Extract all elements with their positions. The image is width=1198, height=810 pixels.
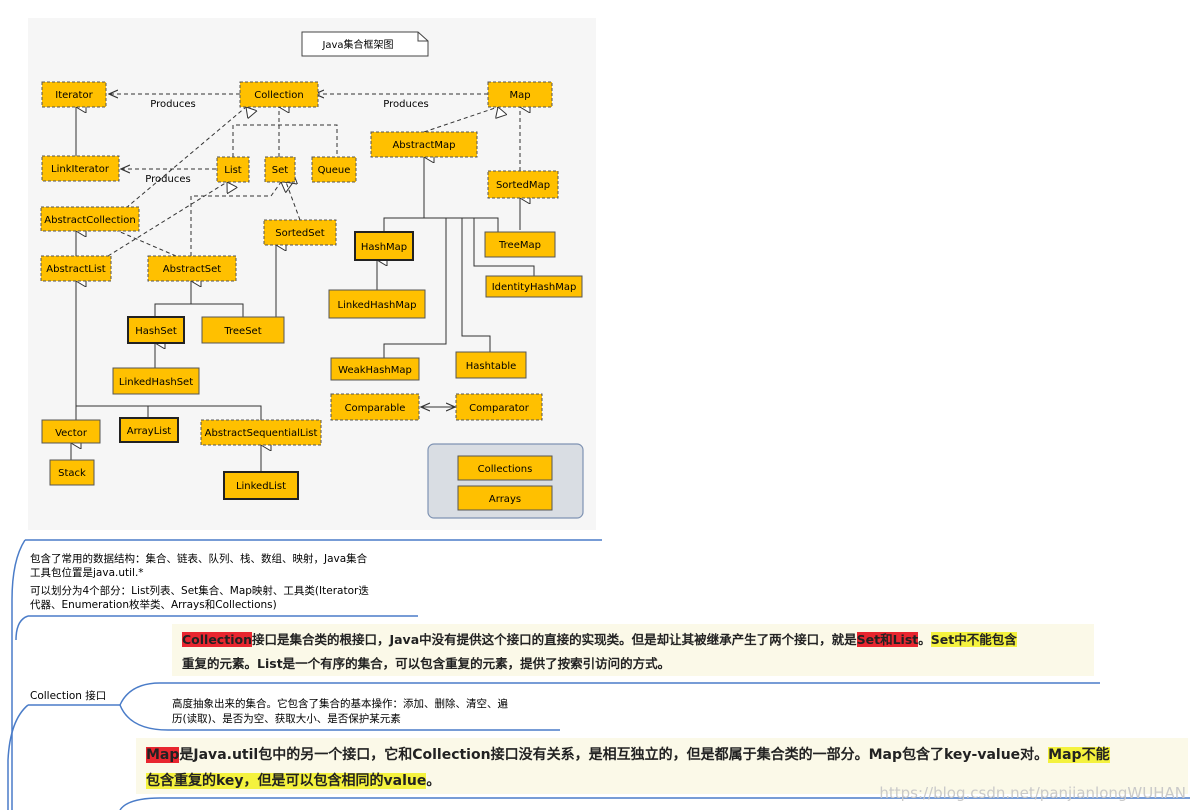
tree-map-box: TreeMap [484, 231, 556, 258]
svg-text:Comparator: Comparator [469, 403, 530, 414]
svg-text:Java集合框架图: Java集合框架图 [321, 38, 393, 51]
collection-interface-label: Collection 接口 [30, 690, 107, 702]
svg-text:Comparable: Comparable [345, 403, 406, 414]
svg-text:SortedMap: SortedMap [496, 180, 550, 191]
diagram-title: Java集合框架图 [301, 31, 429, 57]
produces-label: Produces [145, 174, 190, 185]
svg-text:Vector: Vector [55, 428, 88, 439]
svg-text:SortedSet: SortedSet [275, 228, 324, 239]
overview-line: 可以划分为4个部分：List列表、Set集合、Map映射、工具类(Iterato… [30, 585, 369, 597]
diagram-connectors [71, 94, 535, 472]
vector-box: Vector [41, 419, 101, 444]
abstract-set-box: AbstractSet [147, 255, 237, 282]
queue-box: Queue [311, 156, 357, 183]
comparable-box: Comparable [330, 393, 420, 421]
linked-hash-set-box: LinkedHashSet [112, 367, 200, 395]
svg-text:LinkedHashMap: LinkedHashMap [338, 300, 417, 311]
abstract-map-box: AbstractMap [370, 131, 478, 158]
map-note: Map是Java.util包中的另一个接口，它和Collection接口没有关系… [136, 738, 1188, 794]
svg-text:Stack: Stack [58, 468, 86, 479]
linked-hash-map-box: LinkedHashMap [328, 289, 426, 319]
svg-text:AbstractList: AbstractList [46, 264, 106, 275]
collections-label: Collections [478, 464, 533, 475]
svg-text:TreeSet: TreeSet [223, 326, 261, 337]
collection-note: Collection接口是集合类的根接口，Java中没有提供这个接口的直接的实现… [172, 624, 1094, 676]
svg-text:AbstractSet: AbstractSet [163, 264, 221, 275]
identity-hash-map-box: IdentityHashMap [485, 275, 583, 298]
sorted-set-box: SortedSet [263, 219, 337, 246]
collection-description: 历(读取)、是否为空、获取大小、是否保护某元素 [172, 713, 401, 725]
svg-text:HashMap: HashMap [361, 242, 407, 253]
svg-text:Collection: Collection [254, 90, 303, 101]
tree-set-box: TreeSet [201, 316, 285, 344]
overview-line: 代器、Enumeration枚举类、Arrays和Collections) [30, 599, 277, 611]
svg-text:LinkIterator: LinkIterator [51, 164, 110, 175]
svg-text:AbstractMap: AbstractMap [392, 140, 455, 151]
utility-classes-group: Collections Arrays [427, 443, 584, 519]
java-collection-framework-diagram: Java集合框架图 [28, 18, 596, 530]
arrays-label: Arrays [489, 494, 521, 505]
hash-set-box: HashSet [127, 316, 185, 344]
hashtable-box: Hashtable [455, 351, 527, 379]
map-box: Map [487, 81, 553, 108]
overview-line: 包含了常用的数据结构：集合、链表、队列、栈、数组、映射，Java集合 [30, 553, 368, 565]
set-box: Set [264, 156, 296, 183]
svg-text:LinkedHashSet: LinkedHashSet [119, 377, 193, 388]
produces-label: Produces [383, 99, 428, 110]
sorted-map-box: SortedMap [487, 170, 559, 199]
array-list-box: ArrayList [119, 417, 179, 443]
linked-list-box: LinkedList [223, 471, 299, 500]
watermark: https://blog.csdn.net/panjianlongWUHAN [879, 784, 1186, 802]
collection-description: 高度抽象出来的集合。它包含了集合的基本操作：添加、删除、清空、遍 [172, 698, 508, 710]
svg-text:AbstractSequentialList: AbstractSequentialList [205, 428, 318, 439]
svg-text:AbstractCollection: AbstractCollection [44, 215, 135, 226]
collection-keyword: Collection [182, 632, 252, 647]
svg-text:HashSet: HashSet [135, 326, 177, 337]
set-and-list-keyword: Set和List [856, 632, 919, 647]
abstract-collection-box: AbstractCollection [40, 206, 140, 232]
hash-map-box: HashMap [354, 231, 414, 261]
diagram-canvas: Java集合框架图 [40, 31, 584, 519]
abstract-sequential-list-box: AbstractSequentialList [200, 419, 322, 446]
overview-line: 工具包位置是java.util.* [30, 567, 144, 579]
svg-text:IdentityHashMap: IdentityHashMap [492, 282, 577, 293]
list-iterator-box: LinkIterator [41, 155, 120, 182]
svg-text:Map: Map [509, 90, 530, 101]
weak-hash-map-box: WeakHashMap [330, 357, 420, 381]
svg-text:ArrayList: ArrayList [127, 426, 171, 437]
svg-text:TreeMap: TreeMap [498, 240, 541, 251]
svg-text:Set: Set [272, 165, 289, 176]
svg-text:Hashtable: Hashtable [466, 361, 517, 372]
svg-text:Queue: Queue [318, 165, 351, 176]
svg-text:LinkedList: LinkedList [236, 481, 286, 492]
abstract-list-box: AbstractList [40, 255, 112, 282]
produces-label: Produces [150, 99, 195, 110]
comparator-box: Comparator [455, 393, 543, 421]
svg-text:Iterator: Iterator [55, 90, 93, 101]
stack-box: Stack [49, 459, 95, 486]
svg-text:List: List [224, 165, 242, 176]
svg-text:WeakHashMap: WeakHashMap [338, 365, 412, 376]
collection-box: Collection [239, 81, 319, 108]
list-box: List [216, 156, 250, 183]
iterator-box: Iterator [41, 81, 107, 108]
map-keyword: Map [146, 747, 180, 763]
